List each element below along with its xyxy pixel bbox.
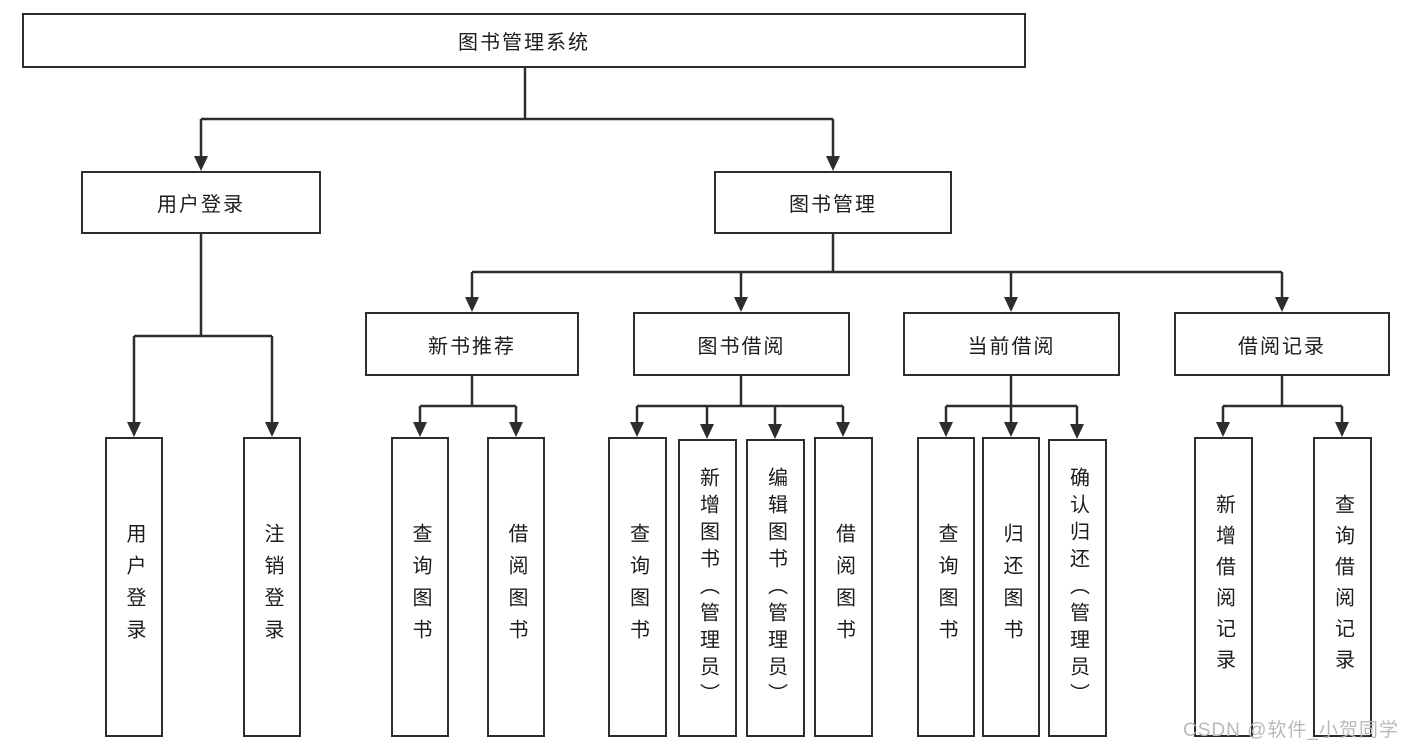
leaf-label: 新增图书（管理员）: [696, 466, 719, 710]
leaf-label: 用户登录: [123, 523, 145, 651]
leaf-label: 借阅图书: [832, 523, 855, 651]
leaf-label: 确认归还（管理员）: [1066, 466, 1089, 710]
leaf-label: 查询图书: [626, 523, 649, 651]
leaf-query-borrow-record: 查询借阅记录: [1313, 437, 1372, 737]
leaf-return-books: 归还图书: [982, 437, 1040, 737]
leaf-edit-books-admin: 编辑图书（管理员）: [746, 439, 805, 737]
node-root-system: 图书管理系统: [22, 13, 1026, 68]
node-current-borrow: 当前借阅: [903, 312, 1120, 376]
leaf-query-books: 查询图书: [391, 437, 449, 737]
node-new-book-recommend: 新书推荐: [365, 312, 579, 376]
leaf-add-books-admin: 新增图书（管理员）: [678, 439, 737, 737]
leaf-label: 查询图书: [935, 523, 957, 651]
leaf-borrow-books: 借阅图书: [814, 437, 873, 737]
leaf-label: 新增借阅记录: [1212, 494, 1235, 680]
leaf-label: 查询借阅记录: [1331, 494, 1354, 680]
leaf-add-borrow-record: 新增借阅记录: [1194, 437, 1253, 737]
leaf-label: 注销登录: [261, 523, 283, 651]
leaf-label: 归还图书: [1000, 523, 1022, 651]
leaf-user-login: 用户登录: [105, 437, 163, 737]
leaf-logout: 注销登录: [243, 437, 301, 737]
leaf-label: 借阅图书: [505, 523, 527, 651]
node-user-login: 用户登录: [81, 171, 321, 234]
node-book-borrow: 图书借阅: [633, 312, 850, 376]
node-book-management: 图书管理: [714, 171, 952, 234]
csdn-watermark: CSDN @软件_小贺同学: [1183, 720, 1399, 741]
leaf-query-books: 查询图书: [608, 437, 667, 737]
leaf-label: 编辑图书（管理员）: [764, 466, 787, 710]
leaf-confirm-return-admin: 确认归还（管理员）: [1048, 439, 1107, 737]
leaf-label: 查询图书: [409, 523, 431, 651]
leaf-borrow-books: 借阅图书: [487, 437, 545, 737]
node-borrow-record: 借阅记录: [1174, 312, 1390, 376]
leaf-query-books: 查询图书: [917, 437, 975, 737]
arrowheads: [127, 156, 1349, 439]
